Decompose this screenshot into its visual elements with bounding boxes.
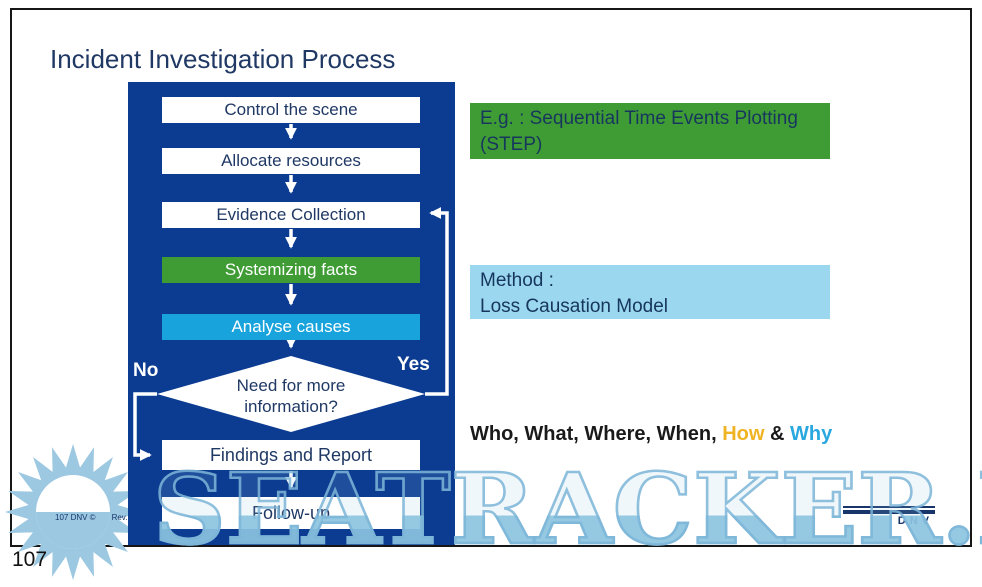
step-method-note: E.g. : Sequential Time Events Plotting (… xyxy=(470,103,830,159)
loss-causation-note: Method : Loss Causation Model xyxy=(470,265,830,319)
seatracker-watermark: SEATRACKER.RU xyxy=(152,459,982,559)
dnv-logo-text: DNV xyxy=(843,515,935,527)
dnv-logo-line-thick xyxy=(843,510,935,514)
flow-step-allocate-resources: Allocate resources xyxy=(162,148,420,174)
sun-logo xyxy=(5,444,141,580)
step-method-note-text: E.g. : Sequential Time Events Plotting (… xyxy=(480,108,798,156)
decision-no-label: No xyxy=(133,360,159,381)
flow-step-analyse-causes: Analyse causes xyxy=(162,314,420,340)
flow-step-findings-and-report: Findings and Report xyxy=(162,440,420,470)
flow-step-systemizing-facts: Systemizing facts xyxy=(162,257,420,283)
method-note-line2: Loss Causation Model xyxy=(480,296,668,318)
questions-amp: & xyxy=(764,423,790,445)
decision-diamond xyxy=(157,356,425,432)
page-number: 107 xyxy=(12,548,48,571)
questions-line: Who, What, Where, When, How & Why xyxy=(470,423,832,446)
flow-step-evidence-collection: Evidence Collection xyxy=(162,202,420,228)
decision-yes-label: Yes xyxy=(397,354,430,375)
flow-step-follow-up: Follow-up xyxy=(162,497,420,529)
slide-footer: 107 DNV © Rev. xyxy=(55,513,127,522)
flow-step-control-the-scene: Control the scene xyxy=(162,97,420,123)
page-title: Incident Investigation Process xyxy=(50,44,396,74)
flowchart-panel: Control the scene Allocate resources Evi… xyxy=(128,82,455,545)
questions-part-1: Who, What, Where, When, xyxy=(470,423,723,445)
questions-how: How xyxy=(722,423,765,445)
dnv-logo-line-thin xyxy=(843,506,935,508)
flowchart-connectors xyxy=(133,124,449,489)
footer-revision: Rev. xyxy=(111,513,128,522)
dnv-logo: DNV xyxy=(843,506,935,527)
questions-why: Why xyxy=(789,423,833,445)
method-note-line1: Method : xyxy=(480,270,554,291)
footer-page-copyright: 107 DNV © xyxy=(55,513,96,522)
decision-label: Need for more information? xyxy=(236,375,346,416)
